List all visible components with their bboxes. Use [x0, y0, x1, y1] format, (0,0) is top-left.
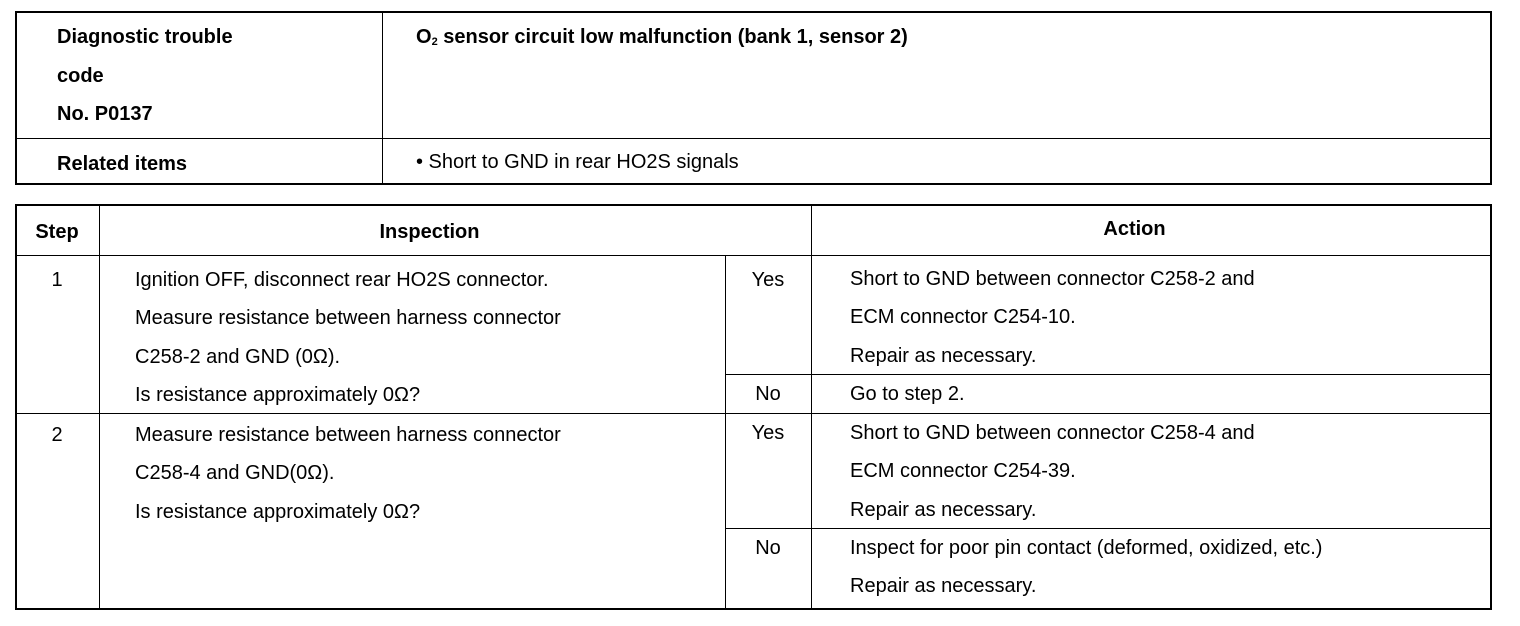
dtc-label-line-1: Diagnostic trouble [57, 26, 233, 48]
yes-action-text: Short to GND between connector C258-4 an… [850, 422, 1255, 521]
column-header-action: Action [1103, 218, 1166, 240]
no-label: No [755, 383, 781, 405]
step-number: 2 [51, 424, 63, 446]
dtc-label-line-3: No. P0137 [57, 103, 153, 125]
related-items-label: Related items [57, 153, 188, 175]
no-label: No [755, 537, 781, 559]
dtc-title: O2 sensor circuit low malfunction (bank … [416, 26, 908, 48]
related-items-value: • Short to GND in rear HO2S signals [416, 151, 739, 173]
dtc-label-line-2: code [57, 65, 104, 87]
no-action-text: Inspect for poor pin contact (deformed, … [850, 537, 1323, 598]
yes-action-text: Short to GND between connector C258-2 an… [850, 268, 1255, 367]
inspection-text: Ignition OFF, disconnect rear HO2S conne… [135, 269, 561, 406]
no-action-text: Go to step 2. [850, 383, 965, 405]
yes-label: Yes [751, 422, 785, 444]
column-header-inspection: Inspection [379, 221, 480, 243]
inspection-text: Measure resistance between harness conne… [135, 424, 561, 523]
yes-label: Yes [751, 269, 785, 291]
step-number: 1 [51, 269, 63, 291]
column-header-step: Step [35, 221, 79, 243]
